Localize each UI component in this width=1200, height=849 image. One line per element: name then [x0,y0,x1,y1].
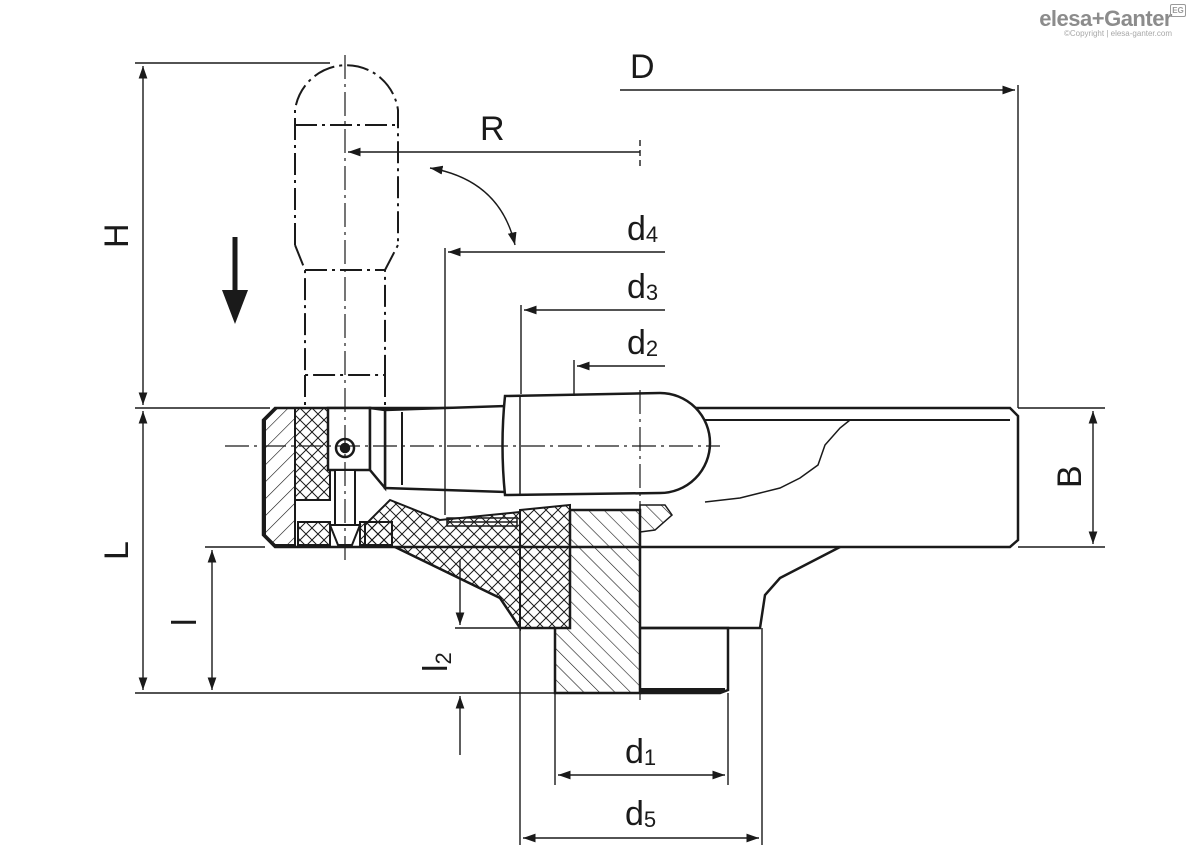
label-l2: l2 [417,652,456,672]
fold-direction-arrow-icon [222,237,248,324]
label-d2-base: d [627,324,646,362]
label-d1-sub: 1 [644,745,656,770]
brand-copyright: ©Copyright | elesa-ganter.com [1063,29,1172,38]
label-d1-base: d [625,733,644,771]
label-l2-base: l [417,664,455,672]
brand-logo: elesa+Ganter ©Copyright | elesa-ganter.c… [1039,4,1186,38]
label-d1: d1 [625,733,656,771]
label-d3: d3 [627,268,658,306]
dimension-lines [135,62,1105,845]
label-B: B [1051,465,1089,488]
label-d5-base: d [625,795,644,833]
label-d3-base: d [627,268,646,306]
section-hatching [264,407,673,695]
svg-text:l2: l2 [417,652,456,672]
label-l2-sub: 2 [431,652,456,664]
label-H: H [98,223,136,248]
label-d4-sub: 4 [646,222,658,247]
label-L: L [98,541,136,560]
upright-handle-phantom [294,64,399,405]
label-d4-base: d [627,210,646,248]
label-d5: d5 [625,795,656,833]
spring [446,517,518,527]
label-d2-sub: 2 [646,336,658,361]
label-l: l [166,618,204,626]
brand-name: elesa+Ganter [1039,6,1172,31]
center-lines [225,55,720,700]
label-d2: d2 [627,324,658,362]
hub [640,626,730,695]
label-d5-sub: 5 [644,807,656,832]
label-D: D [630,48,655,86]
folded-handle [326,391,712,546]
label-d4: d4 [627,210,658,248]
label-d3-sub: 3 [646,280,658,305]
brand-badge: EG [1170,4,1186,17]
label-R: R [480,110,505,148]
